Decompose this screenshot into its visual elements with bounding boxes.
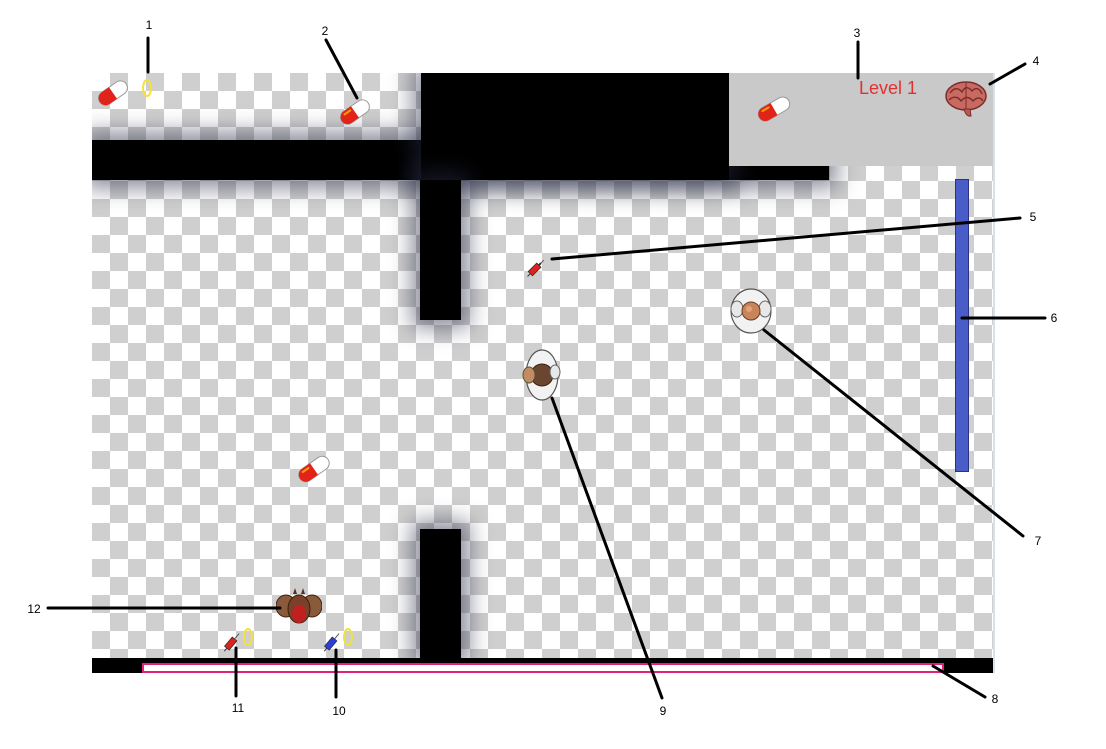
annotation-number: 7: [1034, 534, 1042, 548]
annotation-number: 12: [27, 602, 41, 616]
level-label: Level 1: [858, 78, 918, 98]
gold-ring-icon: [243, 628, 253, 646]
energy-bar: [955, 179, 969, 472]
pill-capsule-icon[interactable]: [336, 95, 374, 129]
annotation-number: 9: [659, 704, 667, 718]
blue-syringe-icon: [323, 633, 340, 652]
annotation-number: 11: [231, 701, 245, 715]
creature-topdown[interactable]: [276, 588, 322, 632]
pill-capsule-icon[interactable]: [294, 451, 334, 487]
annotation-number: 1: [145, 18, 153, 32]
game-field[interactable]: Level 1: [92, 73, 995, 673]
annotation-number: 6: [1050, 311, 1058, 325]
player-topdown[interactable]: [520, 348, 564, 402]
health-bar: [142, 663, 944, 673]
wall-vertical-lower: [420, 529, 461, 659]
brain-icon: [945, 81, 987, 117]
pill-capsule-icon[interactable]: [754, 92, 794, 126]
gold-ring-icon[interactable]: [141, 77, 153, 99]
annotation-number: 4: [1032, 54, 1040, 68]
wall-vertical-upper: [420, 180, 461, 320]
red-syringe-icon[interactable]: [524, 256, 548, 280]
annotation-number: 8: [991, 692, 999, 706]
doctor-topdown[interactable]: [728, 287, 774, 335]
pill-capsule-icon[interactable]: [94, 77, 132, 109]
wall-top-block: [421, 73, 729, 180]
annotation-number: 5: [1029, 210, 1037, 224]
red-syringe-icon: [223, 633, 240, 652]
gold-ring-icon: [343, 628, 353, 646]
annotation-number: 10: [332, 704, 346, 718]
annotation-number: 2: [321, 24, 329, 38]
annotation-number: 3: [853, 26, 861, 40]
